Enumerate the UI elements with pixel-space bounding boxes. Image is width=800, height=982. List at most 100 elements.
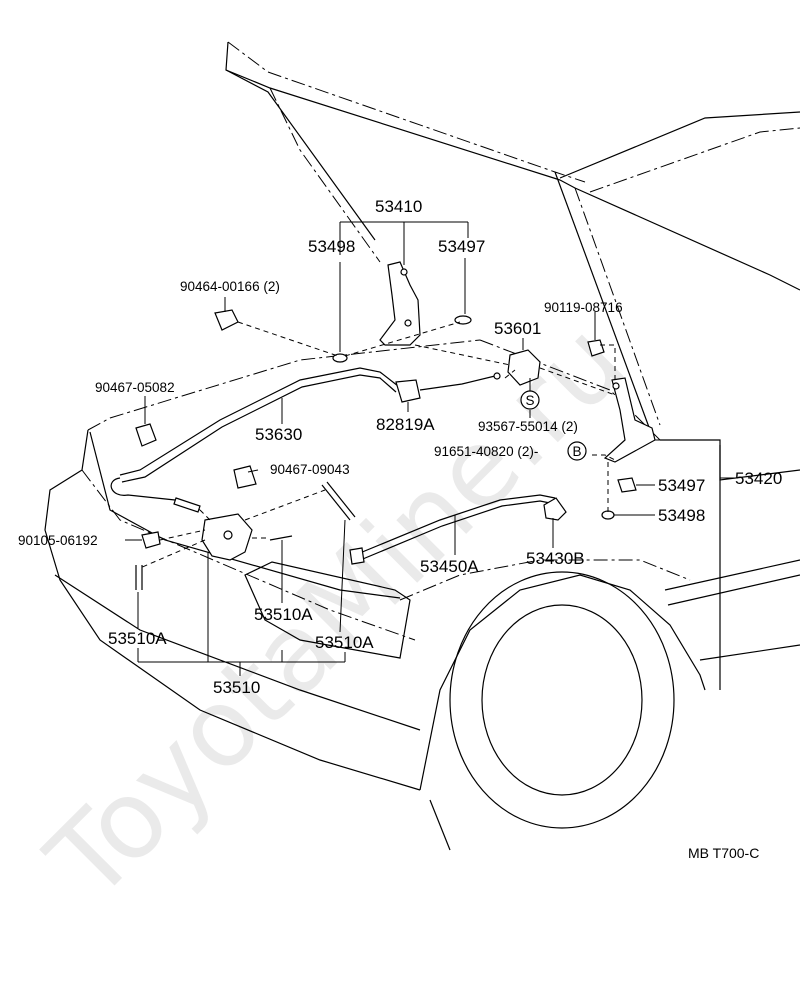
release-lever-82819A bbox=[395, 379, 421, 403]
lead-53510A-right bbox=[339, 519, 346, 633]
side-molding-top bbox=[664, 559, 800, 591]
cushion-53497-right bbox=[617, 477, 637, 493]
tire-bottom bbox=[429, 799, 451, 851]
dash-90105 bbox=[159, 529, 206, 541]
hinge-pivot-left bbox=[400, 268, 408, 276]
dash-stay-hinge bbox=[539, 367, 616, 396]
dash-cable-lock bbox=[199, 509, 211, 521]
support-rod-end bbox=[349, 547, 365, 565]
clamp-90467-05082 bbox=[135, 423, 157, 447]
hood-edge-top bbox=[227, 41, 586, 183]
release-cable-loop bbox=[110, 477, 201, 511]
hood-hinge-left bbox=[379, 261, 421, 346]
windshield-line bbox=[559, 111, 800, 179]
hinge-arm-left bbox=[379, 261, 421, 346]
tire-inner bbox=[481, 604, 643, 796]
label-53510A-mid: 53510A bbox=[254, 605, 313, 624]
lead-53420-bracket bbox=[655, 439, 721, 515]
label-53510A-left: 53510A bbox=[108, 629, 167, 648]
label-53420: 53420 bbox=[735, 469, 782, 488]
cushion-53498-right bbox=[601, 510, 615, 520]
label-53410: 53410 bbox=[375, 197, 422, 216]
part-labels: 53410 53498 53497 90464-00166 (2) 90119-… bbox=[18, 197, 782, 697]
hood-left-edge bbox=[225, 69, 376, 241]
dash-cable-stay bbox=[504, 369, 516, 379]
headlight bbox=[244, 561, 411, 659]
wheel-arch bbox=[419, 574, 706, 791]
symbol-s-circle bbox=[520, 390, 540, 410]
label-90467-09043: 90467-09043 bbox=[270, 462, 350, 477]
dash-hinge-stay bbox=[414, 344, 511, 366]
label-90105-06192: 90105-06192 bbox=[18, 533, 98, 548]
bumper-crease bbox=[54, 574, 421, 731]
hood-right-top bbox=[559, 179, 800, 291]
hood-hinge-right bbox=[603, 377, 656, 463]
rod-holder-53430B bbox=[543, 497, 567, 521]
fender-dash bbox=[399, 559, 691, 601]
spring-53510A-right bbox=[321, 484, 351, 521]
symbol-b-circle bbox=[567, 441, 587, 461]
label-53497-top: 53497 bbox=[438, 237, 485, 256]
support-rod-53450A bbox=[354, 494, 556, 556]
label-90464-00166: 90464-00166 (2) bbox=[180, 279, 280, 294]
hood-right-dash bbox=[574, 187, 661, 426]
tire-outer bbox=[449, 571, 675, 829]
label-82819A: 82819A bbox=[376, 415, 435, 434]
support-rod-53450A-b bbox=[357, 500, 556, 562]
release-cable-53630-b bbox=[121, 374, 397, 483]
hood-edge-inner bbox=[225, 41, 561, 181]
label-91651-40820: 91651-40820 (2)- bbox=[434, 444, 538, 459]
label-53498-right: 53498 bbox=[658, 506, 705, 525]
hood-lock-latch bbox=[223, 530, 233, 540]
windshield-dash bbox=[589, 127, 800, 193]
release-cable-53630 bbox=[119, 367, 399, 476]
door-line bbox=[699, 644, 800, 661]
front-bumper-lower bbox=[44, 429, 421, 791]
release-lever-cable bbox=[419, 375, 496, 391]
cushion-53498-left bbox=[332, 353, 348, 363]
cowl-front-dash bbox=[87, 339, 481, 431]
hood-stay-53601 bbox=[507, 349, 541, 386]
dash-90464 bbox=[237, 321, 339, 357]
dash-cushion-top bbox=[344, 321, 461, 357]
symbol-b-text: B bbox=[572, 444, 581, 459]
hinge-arm-right bbox=[603, 377, 656, 463]
spring-53510A-right-b bbox=[326, 481, 356, 518]
dash-spring-left bbox=[139, 539, 206, 569]
lead-90467-09043 bbox=[247, 469, 259, 473]
label-53430B: 53430B bbox=[526, 549, 585, 568]
label-53601: 53601 bbox=[494, 319, 541, 338]
symbol-s-text: S bbox=[525, 393, 534, 408]
label-53497-right: 53497 bbox=[658, 476, 705, 495]
label-90467-05082: 90467-05082 bbox=[95, 380, 175, 395]
clip-90464 bbox=[214, 309, 239, 331]
label-53510A-right: 53510A bbox=[315, 633, 374, 652]
symbol-s: S bbox=[520, 390, 540, 410]
label-53450A: 53450A bbox=[420, 557, 479, 576]
corner-code: MB T700-C bbox=[688, 845, 759, 861]
dash-90119 bbox=[600, 344, 616, 380]
hood-left-dash bbox=[269, 87, 381, 263]
symbol-b: B bbox=[567, 441, 587, 461]
bolt-90119 bbox=[587, 339, 605, 357]
hood-right-edge bbox=[554, 171, 651, 431]
dash-spring-right bbox=[244, 489, 326, 521]
label-90119-08716: 90119-08716 bbox=[544, 300, 623, 315]
side-molding-bottom bbox=[667, 574, 800, 606]
label-53630: 53630 bbox=[255, 425, 302, 444]
label-53510: 53510 bbox=[213, 678, 260, 697]
hinge-bolt-left bbox=[404, 319, 412, 327]
cable-end bbox=[173, 497, 201, 513]
label-93567-55014: 93567-55014 (2) bbox=[478, 419, 578, 434]
dash-b bbox=[592, 454, 616, 461]
bumper-dash bbox=[81, 469, 416, 641]
bolt-90105 bbox=[141, 531, 161, 549]
hinge-pivot-right bbox=[612, 382, 620, 390]
release-lever-end bbox=[493, 372, 501, 380]
clamp-90467-09043 bbox=[233, 465, 257, 489]
leader-lines bbox=[125, 221, 735, 676]
spring-53510A-mid bbox=[269, 535, 293, 541]
front-bumper-upper bbox=[89, 431, 401, 599]
